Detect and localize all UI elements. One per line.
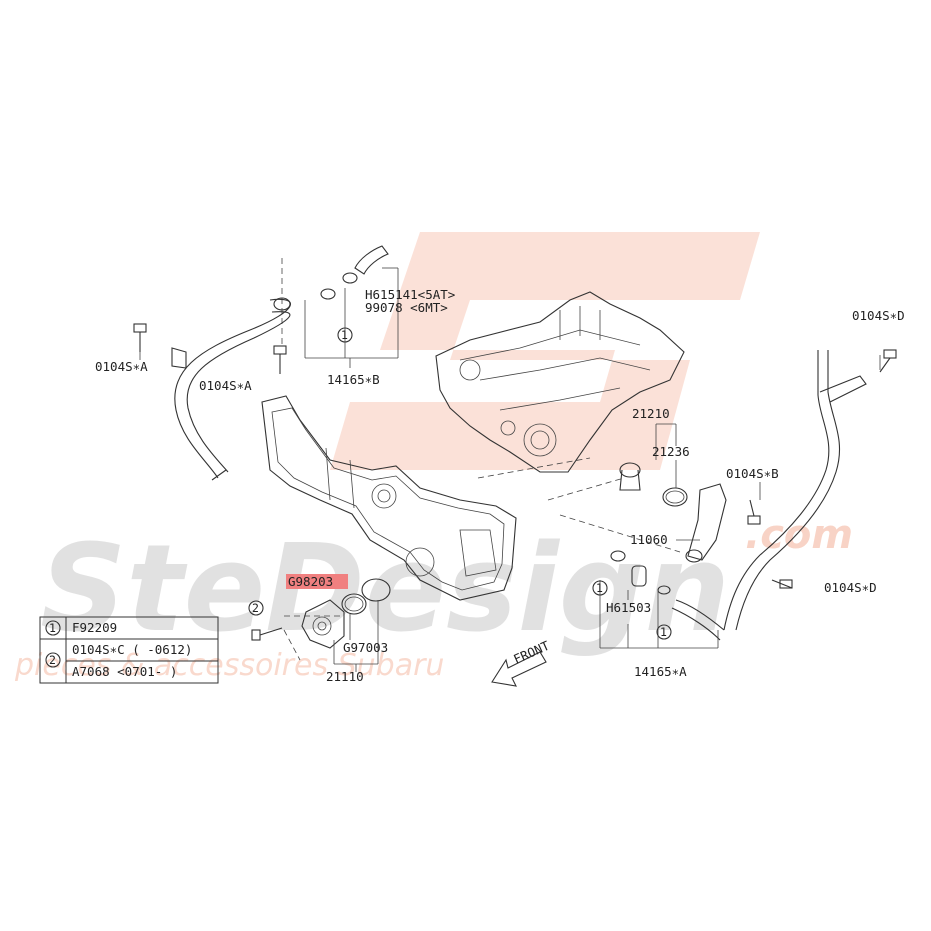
bolt-0104s-b bbox=[747, 499, 761, 525]
gasket-g98203 bbox=[361, 578, 391, 602]
legend-row-1: F92209 bbox=[72, 620, 117, 635]
leader-21210 bbox=[655, 423, 761, 541]
bracket-left bbox=[171, 347, 187, 369]
legend-row-2: 0104S∗C ( -0612) bbox=[72, 642, 192, 657]
hose-clip-group-top bbox=[304, 245, 399, 368]
label-0104s-b: 0104S∗B bbox=[726, 466, 779, 481]
o-ring-g97003 bbox=[341, 593, 367, 615]
legend-ref-2: 2 bbox=[49, 653, 56, 667]
svg-text:1: 1 bbox=[596, 581, 603, 595]
label-21110: 21110 bbox=[326, 669, 364, 684]
highlight-g98203 bbox=[286, 574, 348, 589]
watermark-logo bbox=[330, 232, 760, 470]
gasket-21236 bbox=[662, 487, 688, 507]
legend-row-3: A7068 <0701- ) bbox=[72, 664, 177, 679]
bolt-0104s-d-top bbox=[879, 349, 897, 373]
thermostat bbox=[619, 462, 641, 491]
label-0104s-d-bottom: 0104S∗D bbox=[824, 580, 877, 595]
bolt-0104s-d-bottom bbox=[771, 579, 793, 589]
callout-1-bottom-left: 1 bbox=[592, 580, 608, 596]
label-11060: 11060 bbox=[630, 532, 668, 547]
legend-table: 1 2 F92209 0104S∗C ( -0612) A7068 <0701-… bbox=[39, 616, 219, 684]
water-pump-21110 bbox=[283, 599, 345, 661]
bypass-hose-left bbox=[174, 258, 291, 481]
label-14165b: 14165∗B bbox=[327, 372, 380, 387]
watermark-brand: SteDesign .com pieces & accessoires Suba… bbox=[14, 512, 853, 683]
label-0104s-d-top: 0104S∗D bbox=[852, 308, 905, 323]
timing-cover-gasket bbox=[261, 395, 517, 601]
callout-2-pump: 2 bbox=[248, 600, 264, 616]
label-h61503: H61503 bbox=[606, 600, 651, 615]
svg-text:SteDesign: SteDesign bbox=[40, 520, 730, 659]
coolant-pipe-right bbox=[671, 350, 881, 641]
label-g98203[interactable]: G98203 bbox=[288, 574, 333, 589]
label-21210: 21210 bbox=[632, 406, 670, 421]
svg-text:2: 2 bbox=[252, 601, 259, 615]
engine-block bbox=[435, 291, 685, 473]
label-h615141: H615141<5AT> bbox=[365, 287, 455, 302]
svg-text:1: 1 bbox=[341, 328, 348, 342]
legend-ref-1: 1 bbox=[49, 621, 56, 635]
label-99078: 99078 <6MT> bbox=[365, 300, 448, 315]
label-21236: 21236 bbox=[652, 444, 690, 459]
label-14165a: 14165∗A bbox=[634, 664, 687, 679]
label-0104s-a-mid: 0104S∗A bbox=[199, 378, 252, 393]
clips-h61503 bbox=[599, 550, 719, 649]
callout-1-top: 1 bbox=[337, 327, 353, 343]
label-0104s-a-left: 0104S∗A bbox=[95, 359, 148, 374]
leader-21110 bbox=[333, 600, 379, 672]
bolt-0104s-a-mid bbox=[273, 345, 287, 374]
svg-text:pieces & accessoires Subaru: pieces & accessoires Subaru bbox=[14, 648, 444, 683]
bolt-water-pump bbox=[251, 627, 283, 641]
bolt-0104s-a-left bbox=[133, 323, 147, 360]
svg-text:1: 1 bbox=[660, 625, 667, 639]
svg-text:.com: .com bbox=[745, 512, 853, 558]
outlet-11060 bbox=[685, 483, 727, 563]
callout-1-bottom-right: 1 bbox=[656, 624, 672, 640]
label-g97003: G97003 bbox=[343, 640, 388, 655]
front-arrow bbox=[491, 651, 547, 687]
